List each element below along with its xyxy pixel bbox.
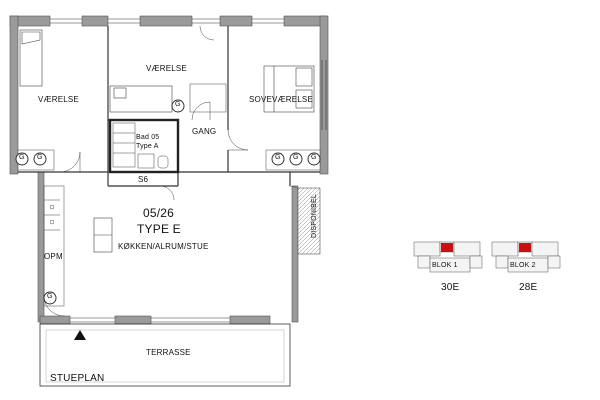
keyplan-blok1-unit: 30E	[441, 282, 460, 293]
entrance-arrow-icon	[74, 330, 86, 340]
room-label-bedroom-left: VÆRELSE	[38, 95, 79, 104]
entry-hatch	[43, 185, 65, 307]
outlet-g-3: G	[175, 101, 181, 108]
room-label-bathroom-name: Bad 05	[136, 134, 160, 141]
apartment-number: 05/26	[143, 206, 175, 220]
shaft-hatch	[297, 187, 321, 255]
kitchen-island	[93, 217, 113, 253]
apartment-type: TYPE E	[137, 222, 181, 236]
keyplan-blok2-unit: 28E	[519, 282, 538, 293]
room-label-terrace: TERRASSE	[146, 348, 191, 357]
outlet-g-6: G	[311, 154, 317, 161]
beds	[19, 29, 315, 113]
floor-label: STUEPLAN	[50, 373, 105, 384]
bathroom-fixtures	[112, 122, 169, 169]
terrace-inner	[45, 329, 285, 383]
room-label-bedroom-middle: VÆRELSE	[146, 64, 187, 73]
room-label-shaft: S6	[138, 175, 149, 184]
room-label-kitchen-living: KØKKEN/ALRUM/STUE	[118, 242, 209, 251]
outlet-g-1: G	[19, 154, 25, 161]
room-label-bathroom-type: Type A	[136, 143, 159, 150]
room-label-master-bedroom: SOVEVÆRELSE	[249, 95, 314, 104]
room-label-storage: OPM	[44, 252, 63, 261]
bathroom	[108, 118, 180, 174]
keyplan-blok1-label: BLOK 1	[432, 262, 458, 269]
kitchen-run	[44, 199, 60, 231]
room-label-available: DISPONIBEL	[311, 194, 318, 239]
keyplan-blok2-highlight	[519, 243, 531, 252]
outlet-g-5: G	[293, 154, 299, 161]
room-label-hall: GANG	[192, 127, 217, 136]
windows-top	[50, 18, 327, 323]
outlet-symbols	[15, 99, 321, 305]
outlet-g-4: G	[275, 154, 281, 161]
keyplan-blok1-highlight	[441, 243, 453, 252]
outlet-g-7: G	[47, 293, 53, 300]
keyplan-blok2-label: BLOK 2	[510, 262, 536, 269]
keyplan-blok1	[413, 241, 483, 273]
terrace	[39, 323, 291, 387]
outlet-g-2: G	[37, 154, 43, 161]
